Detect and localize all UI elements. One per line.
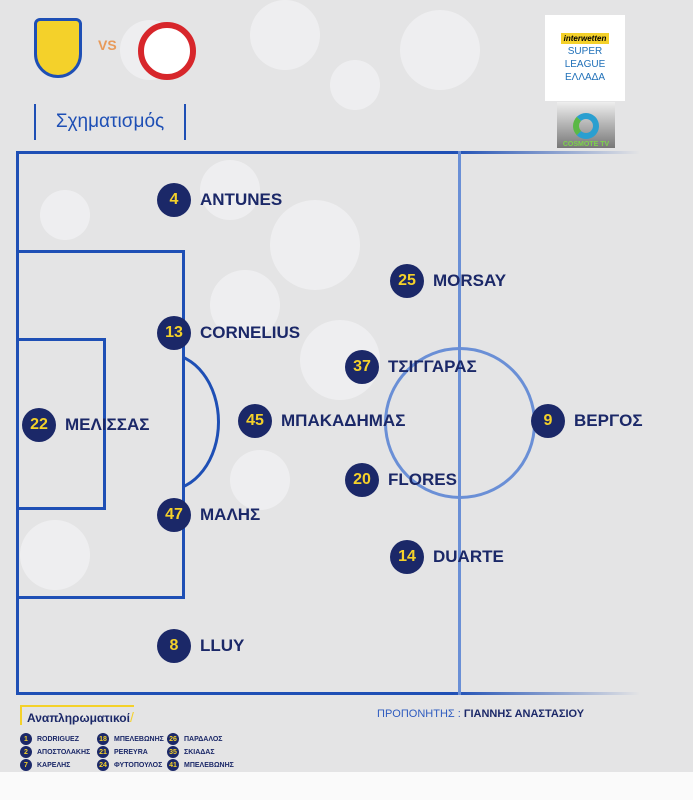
player-name: ΤΣΙΓΓΑΡΑΣ bbox=[388, 357, 477, 376]
away-team-crest bbox=[138, 22, 196, 80]
coach-label: ΠΡΟΠΟΝΗΤΗΣ : bbox=[377, 708, 461, 720]
player-name: ΜΕΛΙΣΣΑΣ bbox=[65, 415, 150, 434]
player-number: 47 bbox=[157, 498, 191, 532]
player-name: CORNELIUS bbox=[200, 323, 301, 342]
player-name: ANTUNES bbox=[200, 190, 283, 209]
player[interactable]: 22 ΜΕΛΙΣΣΑΣ bbox=[22, 408, 149, 442]
player-number: 13 bbox=[157, 316, 191, 350]
player[interactable]: 25 MORSAY bbox=[390, 264, 506, 298]
player-name: LLUY bbox=[200, 636, 245, 655]
player-name: ΒΕΡΓΟΣ bbox=[574, 411, 643, 430]
player-number: 22 bbox=[22, 408, 56, 442]
player[interactable]: 8 LLUY bbox=[157, 629, 244, 663]
player-name: FLORES bbox=[388, 470, 457, 489]
player-number: 20 bbox=[345, 463, 379, 497]
player[interactable]: 13 CORNELIUS bbox=[157, 316, 300, 350]
player-number: 25 bbox=[390, 264, 424, 298]
player-number: 8 bbox=[157, 629, 191, 663]
coach-line: ΠΡΟΠΟΝΗΤΗΣ : ΓΙΑΝΝΗΣ ΑΝΑΣΤΑΣΙΟΥ bbox=[377, 708, 584, 720]
player-name: MORSAY bbox=[433, 271, 507, 290]
coach-name: ΓΙΑΝΝΗΣ ΑΝΑΣΤΑΣΙΟΥ bbox=[463, 708, 585, 720]
player-name: ΜΑΛΗΣ bbox=[200, 505, 261, 524]
tv-logo: COSMOTE TV bbox=[557, 102, 615, 148]
vs-label: VS bbox=[98, 37, 117, 53]
home-team-crest bbox=[34, 18, 82, 78]
player-number: 14 bbox=[390, 540, 424, 574]
player[interactable]: 47 ΜΑΛΗΣ bbox=[157, 498, 260, 532]
player[interactable]: 9 ΒΕΡΓΟΣ bbox=[531, 404, 643, 438]
player-name: DUARTE bbox=[433, 547, 504, 566]
footer-band bbox=[0, 772, 693, 800]
formation-title-box: Σχηματισμός bbox=[34, 104, 186, 140]
player-number: 37 bbox=[345, 350, 379, 384]
player-number: 4 bbox=[157, 183, 191, 217]
player[interactable]: 14 DUARTE bbox=[390, 540, 504, 574]
player[interactable]: 20 FLORES bbox=[345, 463, 457, 497]
player[interactable]: 4 ANTUNES bbox=[157, 183, 282, 217]
substitutes-title: Αναπληρωματικοί/ bbox=[20, 705, 134, 725]
league-logo: interwetten SUPER LEAGUE ΕΛΛΑΔΑ bbox=[545, 15, 625, 101]
player-number: 45 bbox=[238, 404, 272, 438]
player[interactable]: 45 ΜΠΑΚΑΔΗΜΑΣ bbox=[238, 404, 405, 438]
formation-title: Σχηματισμός bbox=[55, 111, 165, 132]
player-name: ΜΠΑΚΑΔΗΜΑΣ bbox=[281, 411, 406, 430]
goal-box bbox=[16, 338, 106, 510]
player[interactable]: 37 ΤΣΙΓΓΑΡΑΣ bbox=[345, 350, 477, 384]
tv-logo-ring bbox=[573, 113, 599, 139]
player-number: 9 bbox=[531, 404, 565, 438]
